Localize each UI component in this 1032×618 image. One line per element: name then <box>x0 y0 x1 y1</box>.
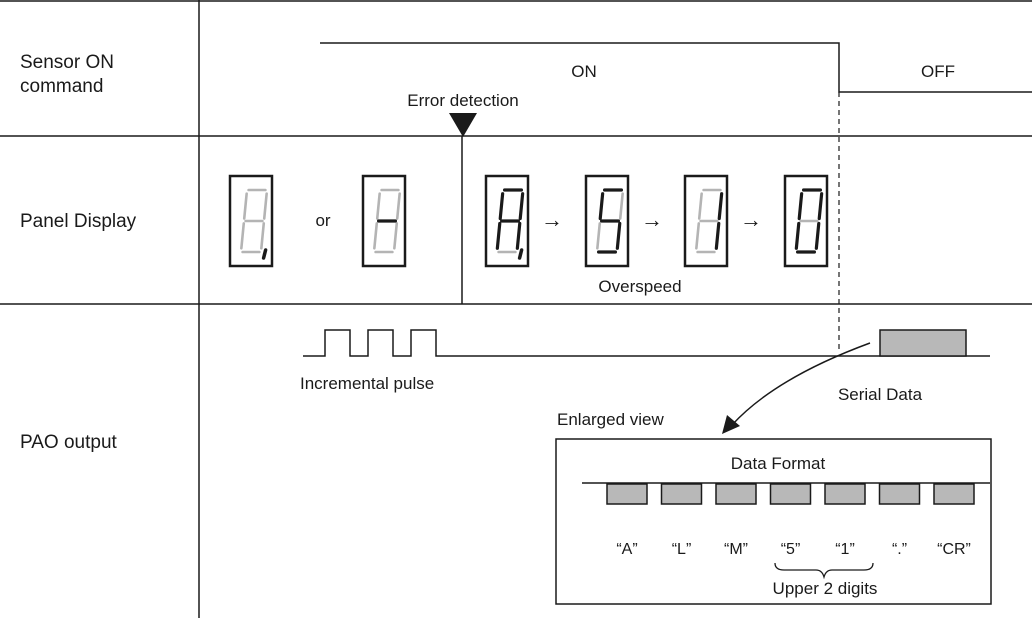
data-format-char: “M” <box>724 541 748 558</box>
digit-1 <box>683 174 729 268</box>
segment-e-off <box>695 222 701 250</box>
data-format-blocks <box>606 483 975 505</box>
segment-b-off <box>262 192 268 220</box>
off-label: OFF <box>921 62 955 81</box>
or-label: or <box>315 211 330 230</box>
enlarged-view-arrowhead-icon <box>722 415 740 434</box>
data-format-char: “.” <box>892 541 907 558</box>
panel-digits <box>228 174 829 268</box>
segment-f-off <box>242 192 248 220</box>
digit-a-dp <box>484 174 530 268</box>
segment-c-on <box>714 221 721 250</box>
segment-e-off <box>240 222 246 250</box>
segment-f-on <box>797 192 804 221</box>
arrow-icon-3: → <box>740 207 762 232</box>
segment-c-on <box>615 221 622 250</box>
error-detection-marker-icon <box>449 113 477 137</box>
data-format-char: “5” <box>781 541 801 558</box>
row-label-sensor-on-line1: Sensor ON <box>20 52 114 73</box>
row-label-panel-display: Panel Display <box>20 211 137 232</box>
segment-c-off <box>260 222 266 250</box>
arrow-icon-2: → <box>641 207 663 232</box>
data-format-block <box>933 483 975 505</box>
overspeed-label: Overspeed <box>598 277 681 296</box>
serial-data-block <box>879 329 967 357</box>
data-format-block <box>660 483 703 505</box>
data-format-char: “A” <box>616 541 637 558</box>
enlarged-view-box <box>555 438 992 605</box>
data-format-block <box>606 483 648 505</box>
digit-5 <box>584 174 630 268</box>
decimal-point <box>261 248 268 260</box>
segment-e-off <box>596 222 602 250</box>
data-format-char: “L” <box>672 541 692 558</box>
serial-data-label: Serial Data <box>838 385 923 404</box>
segment-e-off <box>373 222 379 250</box>
upper-digits-brace <box>774 562 874 580</box>
enlarged-view-arrow <box>731 342 871 426</box>
segment-e-on <box>794 221 801 250</box>
digit-0 <box>783 174 829 268</box>
digit-dash <box>361 174 407 268</box>
segment-b-on <box>717 192 724 221</box>
digit-standby-dp <box>228 174 274 268</box>
segment-f-off <box>375 192 381 220</box>
segment-e-on <box>495 221 502 250</box>
incremental-pulse-waveform <box>303 329 990 357</box>
incremental-pulse-label: Incremental pulse <box>300 374 434 393</box>
error-detection-label: Error detection <box>407 91 519 110</box>
sensor-on-signal <box>320 42 1032 93</box>
data-format-block <box>769 483 812 505</box>
segment-b-on <box>518 192 525 221</box>
data-format-block <box>878 483 921 505</box>
segment-f-off <box>697 192 703 220</box>
segment-b-off <box>395 192 401 220</box>
data-format-title: Data Format <box>731 454 826 473</box>
data-format-char: “CR” <box>937 541 971 558</box>
row-label-sensor-on-line2: command <box>20 76 103 97</box>
pao-output-signal <box>303 329 990 357</box>
segment-f-on <box>498 192 505 221</box>
data-format-characters: “A” “L” “M” “5” “1” “.” “CR” <box>616 541 971 558</box>
data-format-block <box>715 483 757 505</box>
arrow-icon-1: → <box>541 207 563 232</box>
segment-b-on <box>817 192 824 221</box>
enlarged-view-label: Enlarged view <box>557 410 665 429</box>
upper-digits-label: Upper 2 digits <box>773 579 878 598</box>
segment-c-on <box>814 221 821 250</box>
segment-f-on <box>598 192 605 221</box>
sensor-on-waveform <box>320 42 1032 93</box>
segment-c-off <box>393 222 399 250</box>
segment-b-off <box>618 192 624 220</box>
decimal-point <box>517 248 524 260</box>
on-label: ON <box>571 62 597 81</box>
data-format-block <box>824 483 866 505</box>
data-format-char: “1” <box>835 541 855 558</box>
row-label-pao-output: PAO output <box>20 432 118 453</box>
segment-c-on <box>515 221 522 250</box>
